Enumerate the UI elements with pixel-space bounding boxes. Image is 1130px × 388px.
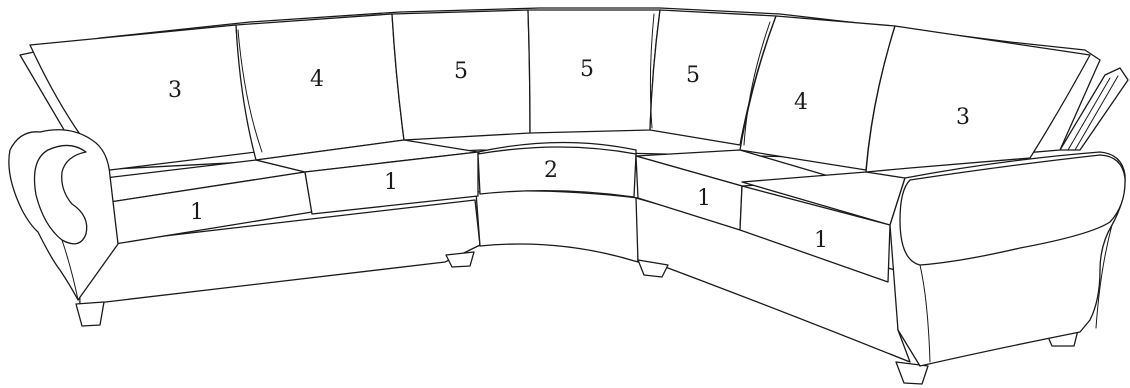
seat-cushion-left-inner-label: 1 — [384, 170, 398, 195]
corner-front-panel — [476, 191, 638, 262]
back-cushion-center-left-label: 5 — [454, 59, 468, 84]
back-cushion-right-end-label: 3 — [956, 105, 970, 130]
back-cushion-left-end-label: 3 — [168, 78, 182, 103]
seat-cushion-corner-label: 2 — [544, 158, 558, 183]
leg-left-back — [446, 252, 474, 267]
right-arm — [890, 152, 1125, 366]
back-cushion-right-mid-label: 4 — [794, 90, 808, 115]
back-cushion-center-label: 5 — [580, 57, 594, 82]
seat-cushion-right-inner-label: 1 — [697, 186, 711, 211]
leg-left-front — [76, 302, 104, 326]
back-cushion-center-right-label: 5 — [686, 63, 700, 88]
back-cushion-left-mid-label: 4 — [310, 67, 324, 92]
back-cushion-center — [528, 10, 660, 133]
seat-cushion-left-outer-label: 1 — [190, 200, 204, 225]
seat-cushion-right-outer-label: 1 — [814, 228, 828, 253]
